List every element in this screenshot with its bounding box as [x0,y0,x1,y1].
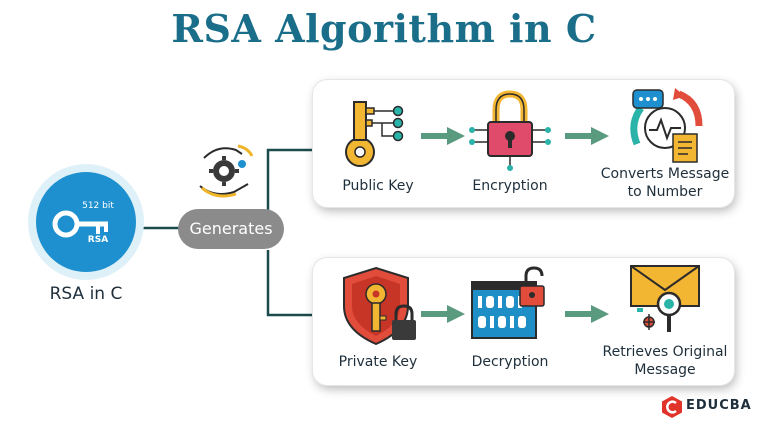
private-key-label: Private Key [338,354,418,370]
decryption-step: Decryption [445,258,575,385]
convert-message-step: Converts Message to Number [595,80,735,207]
brand-name: EDUCBA [686,398,752,413]
public-key-panel: Public Key Encryption [313,80,734,207]
chat-document-icon [630,88,703,163]
private-key-panel: Private Key Decryption [313,258,734,385]
decryption-label: Decryption [471,354,549,370]
educba-logo: EDUCBA [658,393,762,421]
private-key-step: Private Key [313,258,443,385]
page-title: RSA Algorithm in C [171,6,597,51]
encryption-label: Encryption [472,178,548,194]
convert-message-label-line2: to Number [627,184,703,200]
encryption-step: Encryption [445,80,575,207]
padlock-circuit-icon [469,90,551,171]
public-key-label: Public Key [342,178,414,194]
key-icon: 512 bit RSA [52,201,114,245]
public-key-step: Public Key [313,80,443,207]
shield-key-icon [343,266,416,346]
envelope-magnifier-icon [630,265,700,332]
arrow-right-icon [565,305,609,323]
binary-screen-unlock-icon [471,266,545,339]
rsa-label: RSA in C [49,284,123,304]
badge-bottom-text: RSA [88,235,108,245]
gear-hands-icon [199,144,254,198]
retrieve-message-label-line1: Retrieves Original [602,344,728,360]
arrow-right-icon [421,127,465,145]
convert-message-label-line1: Converts Message [600,166,730,182]
retrieve-message-step: Retrieves Original Message [595,258,735,385]
rsa-badge: 512 bit RSA [28,164,144,280]
retrieve-message-label-line2: Message [634,362,696,378]
generates-pill: Generates [178,209,284,249]
key-network-icon [345,101,404,167]
arrow-right-icon [565,127,609,145]
badge-top-text: 512 bit [82,201,114,211]
educba-logo-icon [662,396,682,418]
arrow-right-icon [421,305,465,323]
